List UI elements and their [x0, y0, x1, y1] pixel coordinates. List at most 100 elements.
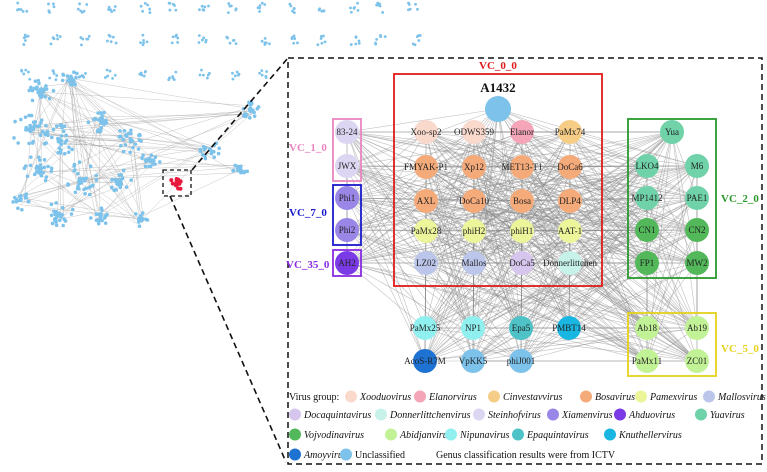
legend-label-docaquintavirus: Docaquintavirus [303, 410, 371, 421]
legend-swatch-epaquintavirus [512, 428, 524, 441]
node-label-acos-r7m: AcoS-R7M [404, 356, 446, 366]
node-pae1 [685, 186, 709, 210]
legend-label-donnerlittchenvirus: Donnerlittchenvirus [389, 410, 471, 421]
node-label-epa5: Epa5 [512, 323, 531, 333]
node-pamx28 [414, 219, 438, 243]
legend-label-cinvestavvirus: Cinvestavvirus [503, 392, 563, 403]
node-label-xoo-sp2: Xoo-sp2 [411, 127, 442, 137]
node-label-pamx25: PaMx25 [410, 323, 441, 333]
legend-label-yuavirus: Yuavirus [710, 410, 745, 421]
node-axl [414, 189, 438, 213]
node-label-xp12: Xp12 [464, 162, 484, 172]
legend-label-ahduovirus: Ahduovirus [628, 410, 675, 421]
node-label-cn2: CN2 [688, 225, 705, 235]
node-label-bosa: Bosa [513, 196, 531, 206]
cluster-boxes [332, 73, 717, 377]
node-fmyak-p1 [414, 155, 438, 179]
legend-label-mallosvirus: Mallosvirus [717, 392, 766, 403]
cluster-label-vc-35-0: VC_35_0 [286, 259, 330, 271]
node-label-np1: NP1 [465, 323, 481, 333]
highlight-node-label: A1432 [480, 80, 515, 95]
cluster-label-vc-2-0: VC_2_0 [721, 193, 759, 205]
node-m6 [685, 154, 709, 178]
legend-label-pamexvirus: Pamexvirus [649, 392, 697, 403]
node-label-elanor: Elanor [510, 127, 534, 137]
cluster-label-vc-5-0: VC_5_0 [721, 343, 759, 355]
node-label-ah2: AH2 [338, 258, 356, 268]
node-label-pamx11: PaMx11 [632, 356, 662, 366]
legend-swatch-mallosvirus [703, 390, 715, 403]
node-label-dlp4: DLP4 [559, 196, 581, 206]
node-label-doca5: DoCa5 [509, 258, 535, 268]
node-doca6 [558, 155, 582, 179]
node-cn1 [635, 218, 659, 242]
node-label-lko4: LKO4 [636, 161, 659, 171]
node-yua [660, 120, 684, 144]
legend-swatch-vojvodinavirus [289, 428, 301, 441]
legend-label-vojvodinavirus: Vojvodinavirus [304, 430, 364, 441]
cluster-box-vc-7-0 [332, 184, 362, 246]
node-label-pamx74: PaMx74 [555, 127, 586, 137]
legend-swatch-donnerlittchenvirus [375, 408, 387, 421]
legend-swatch-ahduovirus [614, 408, 626, 421]
node-phij001 [509, 349, 533, 373]
node-mallos [462, 251, 486, 275]
node-label-m6: M6 [691, 161, 704, 171]
legend-swatch-nipunavirus [445, 428, 457, 441]
legend-label-epaquintavirus: Epaquintavirus [526, 430, 589, 441]
node-label-phih2: phiH2 [463, 226, 486, 236]
cluster-label-vc-7-0: VC_7_0 [289, 207, 327, 219]
legend-note: Genus classification results were from I… [436, 450, 616, 461]
node-label-doca6: DoCa6 [557, 162, 583, 172]
node-label-pamx28: PaMx28 [411, 226, 442, 236]
node-label-lz02: LZ02 [416, 258, 436, 268]
legend-title: Virus group: [289, 392, 339, 403]
node-phih1 [510, 219, 534, 243]
node-phih2 [462, 219, 486, 243]
node-jwx [335, 154, 359, 178]
zoom-line-top [191, 57, 289, 171]
cluster-box-vc-5-0 [627, 312, 717, 377]
node-label-ab19: Ab19 [687, 323, 707, 333]
node-label-mw2: MW2 [687, 258, 708, 268]
legend-swatch-steinhofvirus [473, 408, 485, 421]
legend-label-xiamenvirus: Xiamenvirus [561, 410, 613, 421]
node-acos-r7m [413, 349, 437, 373]
node-label-mallos: Mallos [461, 258, 486, 268]
node-vpkk5 [461, 349, 485, 373]
legend-swatch-elanorvirus [414, 390, 426, 403]
legend-swatch-xiamenvirus [547, 408, 559, 421]
node-ab19 [685, 316, 709, 340]
node-donnerlittchen [558, 251, 582, 275]
node-label-phi2: Phi2 [339, 225, 356, 235]
node-fp1 [635, 251, 659, 275]
node-ah2 [335, 251, 359, 275]
node-label-phij001: phiJ001 [507, 356, 536, 366]
legend-swatch-abidjanvirus [385, 428, 397, 441]
node-pamx25 [413, 316, 437, 340]
legend-label-unclassified: Unclassified [355, 450, 405, 461]
legend-swatch-amoyvirus [289, 448, 301, 461]
legend-label-steinhofvirus: Steinhofvirus [488, 410, 541, 421]
node-label-pae1: PAE1 [687, 193, 708, 203]
legend-swatch-cinvestavvirus [488, 390, 500, 403]
node-phi1 [335, 186, 359, 210]
node-mp1412 [635, 186, 659, 210]
node-met13-t1 [510, 155, 534, 179]
cluster-box-vc-0-0 [393, 73, 603, 287]
node-label-fmyak-p1: FMYAK-P1 [404, 162, 448, 172]
legend-swatch-bosavirus [580, 390, 592, 403]
node-mw2 [685, 251, 709, 275]
node-label-fp1: FP1 [640, 258, 655, 268]
node-a1432 [485, 96, 511, 122]
node-aat-1 [558, 219, 582, 243]
cluster-box-vc-35-0 [332, 249, 362, 277]
node-cn2 [685, 218, 709, 242]
legend-swatch-yuavirus [695, 408, 707, 421]
node-label-phi1: Phi1 [339, 193, 356, 203]
legend-swatch-docaquintavirus [289, 408, 301, 421]
node-odws359 [462, 120, 486, 144]
